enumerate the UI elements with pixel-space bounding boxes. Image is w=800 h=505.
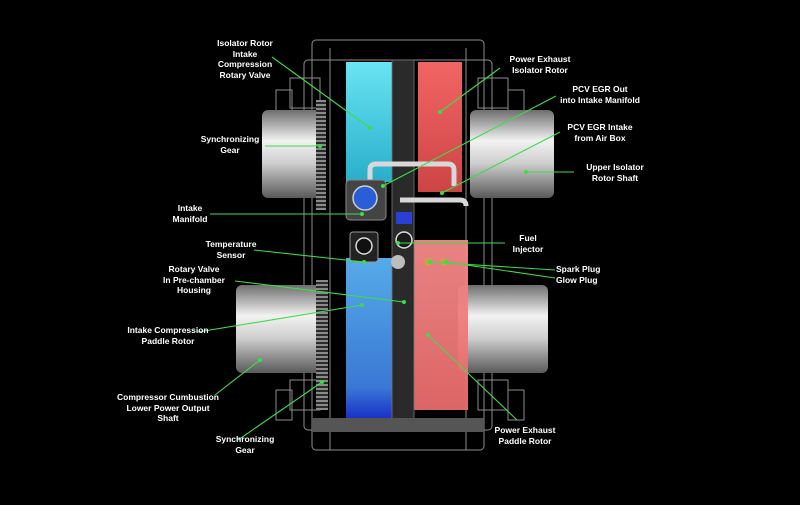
leader-dots	[258, 110, 528, 384]
leader-lines	[197, 56, 574, 441]
label-temperature-sensor: Temperature Sensor	[205, 239, 257, 260]
exhaust-paddle-rotor	[414, 240, 468, 410]
label-power-exhaust-paddle: Power Exhaust Paddle Rotor	[494, 425, 556, 446]
sync-gear-top	[316, 100, 326, 210]
label-spark-plug: Spark Plug	[556, 264, 601, 274]
label-synchronizing-gear-bottom: Synchronizing Gear	[215, 434, 275, 455]
label-synchronizing-gear-top: Synchronizing Gear	[200, 134, 260, 155]
label-rotary-valve-prechamber: Rotary Valve In Pre-chamber Housing	[163, 264, 225, 295]
label-fuel-injector: Fuel Injector	[512, 233, 544, 254]
sync-gear-bottom	[316, 280, 328, 410]
label-compressor-lower-shaft: Compressor Cumbustion Lower Power Output…	[116, 392, 219, 423]
label-intake-compression-paddle: Intake Compression Paddle Rotor	[127, 325, 209, 346]
lower-shaft	[236, 285, 548, 373]
upper-shaft	[262, 110, 554, 198]
label-isolator-rotor-intake: Isolator Rotor Intake Compression Rotary…	[217, 38, 273, 80]
intake-paddle-rotor	[346, 258, 398, 420]
label-pcv-egr-intake: PCV EGR Intake from Air Box	[567, 122, 633, 143]
bottom-plate	[312, 418, 484, 432]
label-power-exhaust-isolator: Power Exhaust Isolator Rotor	[509, 54, 571, 75]
label-pcv-egr-out: PCV EGR Out into Intake Manifold	[560, 84, 640, 105]
label-glow-plug: Glow Plug	[556, 275, 598, 285]
label-upper-isolator-shaft: Upper Isolator Rotor Shaft	[586, 162, 644, 183]
label-intake-manifold: Intake Manifold	[172, 203, 208, 224]
center-assembly	[345, 59, 469, 431]
